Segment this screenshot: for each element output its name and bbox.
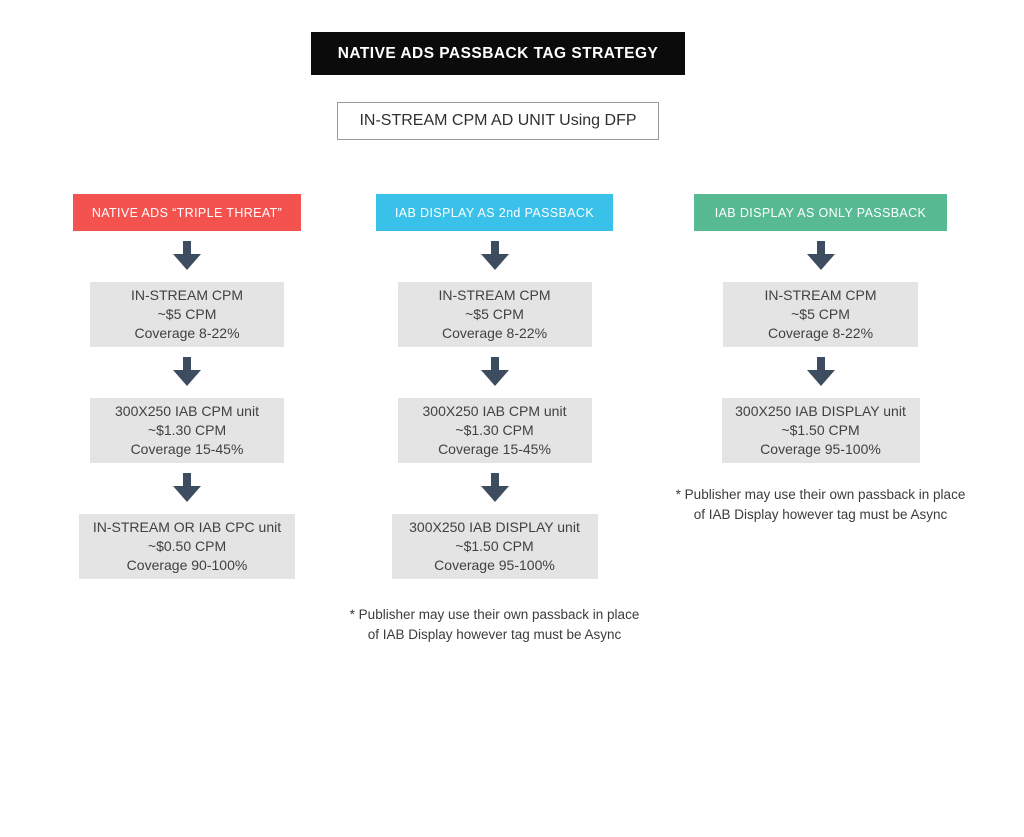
flow-node: 300X250 IAB DISPLAY unit ~$1.50 CPM Cove…: [391, 514, 598, 579]
footnote: * Publisher may use their own passback i…: [676, 485, 966, 526]
node-line: ~$1.50 CPM: [781, 422, 860, 439]
flow-node: 300X250 IAB CPM unit ~$1.30 CPM Coverage…: [90, 398, 284, 463]
node-line: ~$1.30 CPM: [147, 422, 227, 439]
node-line: 300X250 IAB DISPLAY unit: [735, 403, 906, 420]
node-line: Coverage 15-45%: [438, 440, 551, 457]
flow-node: IN-STREAM CPM ~$5 CPM Coverage 8-22%: [723, 282, 918, 347]
node-line: IN-STREAM OR IAB CPC unit: [92, 519, 282, 536]
node-line: Coverage 95-100%: [760, 440, 881, 457]
node-line: IN-STREAM CPM: [131, 287, 243, 304]
arrow-down-icon: [806, 357, 835, 386]
column-native-ads-triple-threat: NATIVE ADS “TRIPLE THREAT” IN-STREAM CPM…: [73, 194, 301, 579]
arrow-down-icon: [480, 241, 509, 270]
node-line: 300X250 IAB DISPLAY unit: [409, 519, 580, 536]
node-line: ~$5 CPM: [791, 306, 850, 323]
arrow-down-icon: [480, 357, 509, 386]
footnote-line: * Publisher may use their own passback i…: [675, 487, 966, 502]
node-line: ~$1.50 CPM: [455, 538, 534, 555]
column-iab-display-2nd-passback: IAB DISPLAY AS 2nd PASSBACK IN-STREAM CP…: [350, 194, 639, 646]
flow-node: IN-STREAM CPM ~$5 CPM Coverage 8-22%: [90, 282, 284, 347]
node-line: 300X250 IAB CPM unit: [115, 403, 259, 420]
page-title: NATIVE ADS PASSBACK TAG STRATEGY: [311, 32, 685, 75]
footnote-line: * Publisher may use their own passback i…: [349, 607, 640, 622]
node-line: Coverage 15-45%: [130, 440, 244, 457]
node-line: ~$0.50 CPM: [147, 538, 227, 555]
node-line: ~$1.30 CPM: [455, 422, 534, 439]
flow-node: 300X250 IAB CPM unit ~$1.30 CPM Coverage…: [397, 398, 592, 463]
column-header: IAB DISPLAY AS ONLY PASSBACK: [694, 194, 947, 231]
column-header: IAB DISPLAY AS 2nd PASSBACK: [376, 194, 613, 231]
arrow-down-icon: [173, 473, 201, 502]
node-line: Coverage 90-100%: [126, 556, 248, 573]
arrow-down-icon: [173, 241, 201, 270]
node-line: 300X250 IAB CPM unit: [422, 403, 567, 420]
flow-node: IN-STREAM OR IAB CPC unit ~$0.50 CPM Cov…: [79, 514, 295, 579]
flow-node: 300X250 IAB DISPLAY unit ~$1.50 CPM Cove…: [721, 398, 920, 463]
node-line: Coverage 8-22%: [767, 324, 874, 341]
footnote-line: of IAB Display however tag must be Async: [367, 627, 622, 643]
column-header: NATIVE ADS “TRIPLE THREAT”: [73, 194, 301, 231]
node-line: Coverage 95-100%: [434, 556, 555, 573]
flow-node: IN-STREAM CPM ~$5 CPM Coverage 8-22%: [397, 282, 592, 347]
node-line: IN-STREAM CPM: [438, 287, 551, 304]
node-line: Coverage 8-22%: [441, 324, 548, 341]
arrow-down-icon: [173, 357, 201, 386]
footnote-line: of IAB Display however tag must be Async: [693, 507, 948, 523]
page-subtitle: IN-STREAM CPM AD UNIT Using DFP: [337, 102, 659, 140]
node-line: ~$5 CPM: [157, 306, 217, 323]
node-line: Coverage 8-22%: [134, 324, 240, 341]
node-line: ~$5 CPM: [465, 306, 524, 323]
footnote: * Publisher may use their own passback i…: [350, 605, 640, 646]
node-line: IN-STREAM CPM: [764, 287, 877, 304]
column-iab-display-only-passback: IAB DISPLAY AS ONLY PASSBACK IN-STREAM C…: [676, 194, 965, 526]
arrow-down-icon: [806, 241, 835, 270]
arrow-down-icon: [480, 473, 509, 502]
